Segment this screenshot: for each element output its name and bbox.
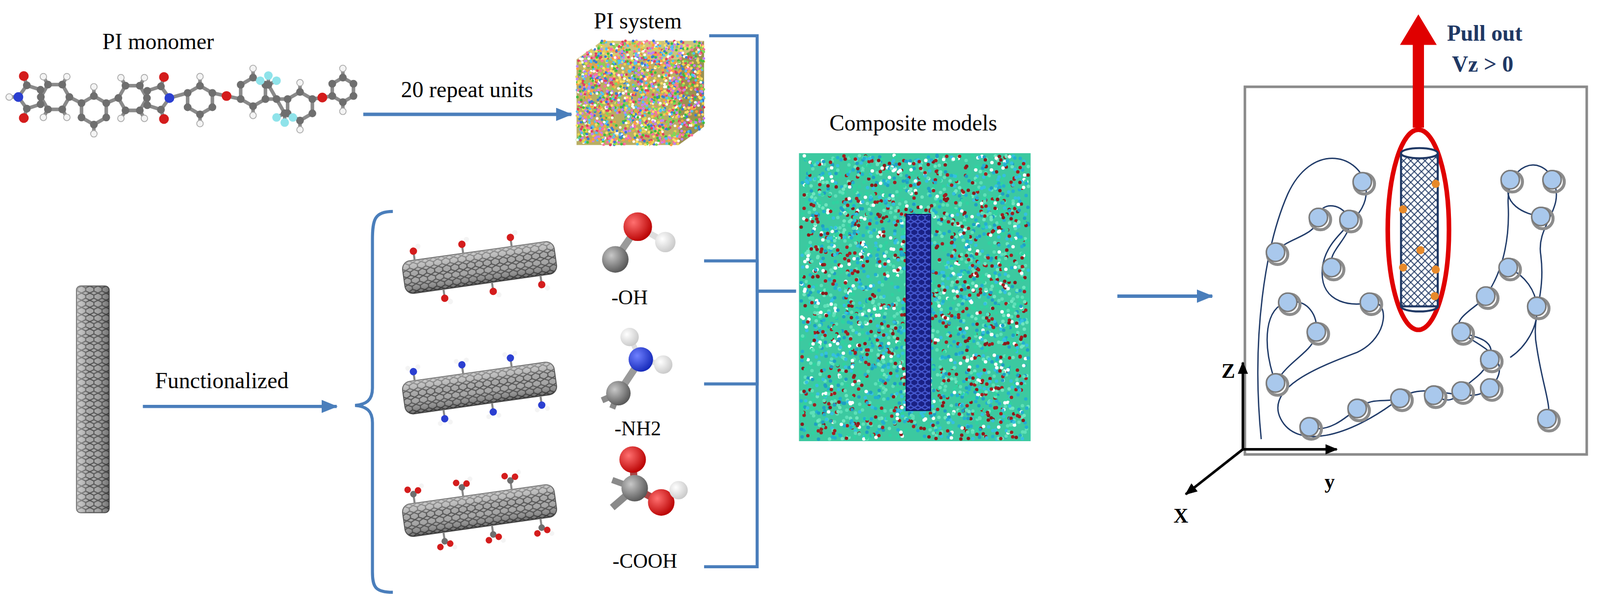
canvas: PI monomerPI system-OH-NH2-COOHComposite…	[0, 0, 1600, 609]
